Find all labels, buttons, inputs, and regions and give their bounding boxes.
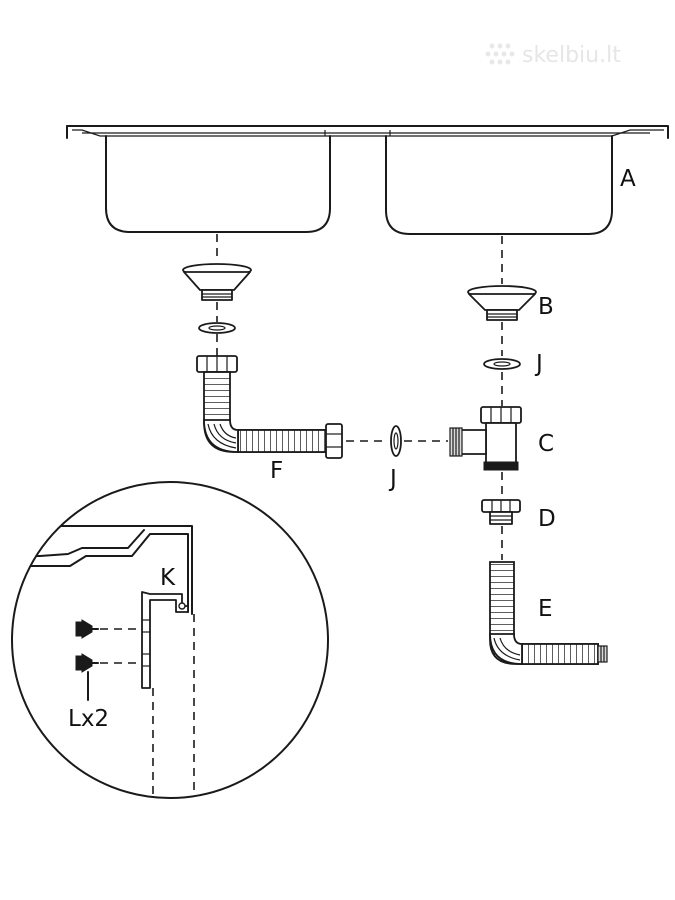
label-b: B (538, 294, 554, 320)
watermark-text: skelbiu.lt (522, 43, 621, 68)
part-j-washer-middle-hole (393, 432, 399, 450)
label-a: A (620, 166, 636, 192)
part-a-sink (66, 125, 669, 235)
part-j-washer-top-hole (493, 361, 511, 367)
detail-circle (11, 481, 329, 799)
part-f-hose (196, 355, 343, 459)
washer-left (198, 322, 236, 334)
label-k: K (160, 565, 176, 591)
strainer-left (182, 263, 252, 301)
part-j-washer-top (483, 358, 521, 370)
label-f: F (270, 458, 283, 484)
washer-left-hole (208, 325, 226, 331)
label-j-middle: J (388, 466, 397, 492)
label-e: E (538, 596, 553, 622)
label-c: C (538, 431, 554, 457)
part-c-tee-connector (449, 406, 522, 471)
label-d: D (538, 506, 556, 532)
watermark-logo-icon (485, 43, 515, 65)
assembly-guides (216, 234, 503, 560)
label-screws: Lx2 (68, 706, 109, 732)
screw-lower-icon (75, 653, 99, 673)
screw-upper-icon (75, 619, 99, 639)
watermark: skelbiu.lt (485, 43, 621, 68)
part-d-nut (481, 499, 521, 525)
part-e-hose (489, 561, 608, 665)
part-b-strainer (467, 285, 537, 321)
part-j-washer-middle (390, 425, 402, 457)
label-j-top: J (534, 351, 543, 377)
